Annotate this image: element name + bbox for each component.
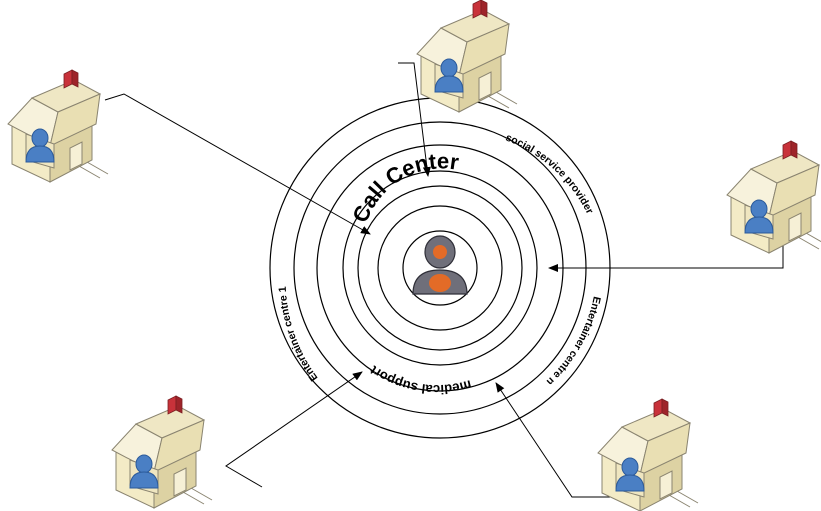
connector-top-left	[104, 93, 371, 235]
connector-bottom-right	[495, 382, 612, 498]
call-center-agent-icon	[412, 235, 468, 295]
house-user-icon	[416, 0, 518, 113]
connector-top-center	[398, 62, 431, 177]
connection-lines	[104, 62, 784, 498]
house-user-icon	[111, 395, 213, 509]
ring-3	[357, 185, 523, 351]
house-user-icon	[726, 140, 821, 254]
ring-4	[342, 170, 538, 366]
house-user-icon	[597, 398, 699, 511]
medical-support-label: medical support	[367, 362, 473, 397]
connector-right	[548, 237, 784, 272]
connector-bottom-left	[225, 371, 363, 488]
ring-2	[377, 205, 503, 331]
call-center-title: Call Center	[347, 148, 460, 226]
ring-1	[402, 230, 478, 306]
house-user-icon	[7, 69, 109, 183]
